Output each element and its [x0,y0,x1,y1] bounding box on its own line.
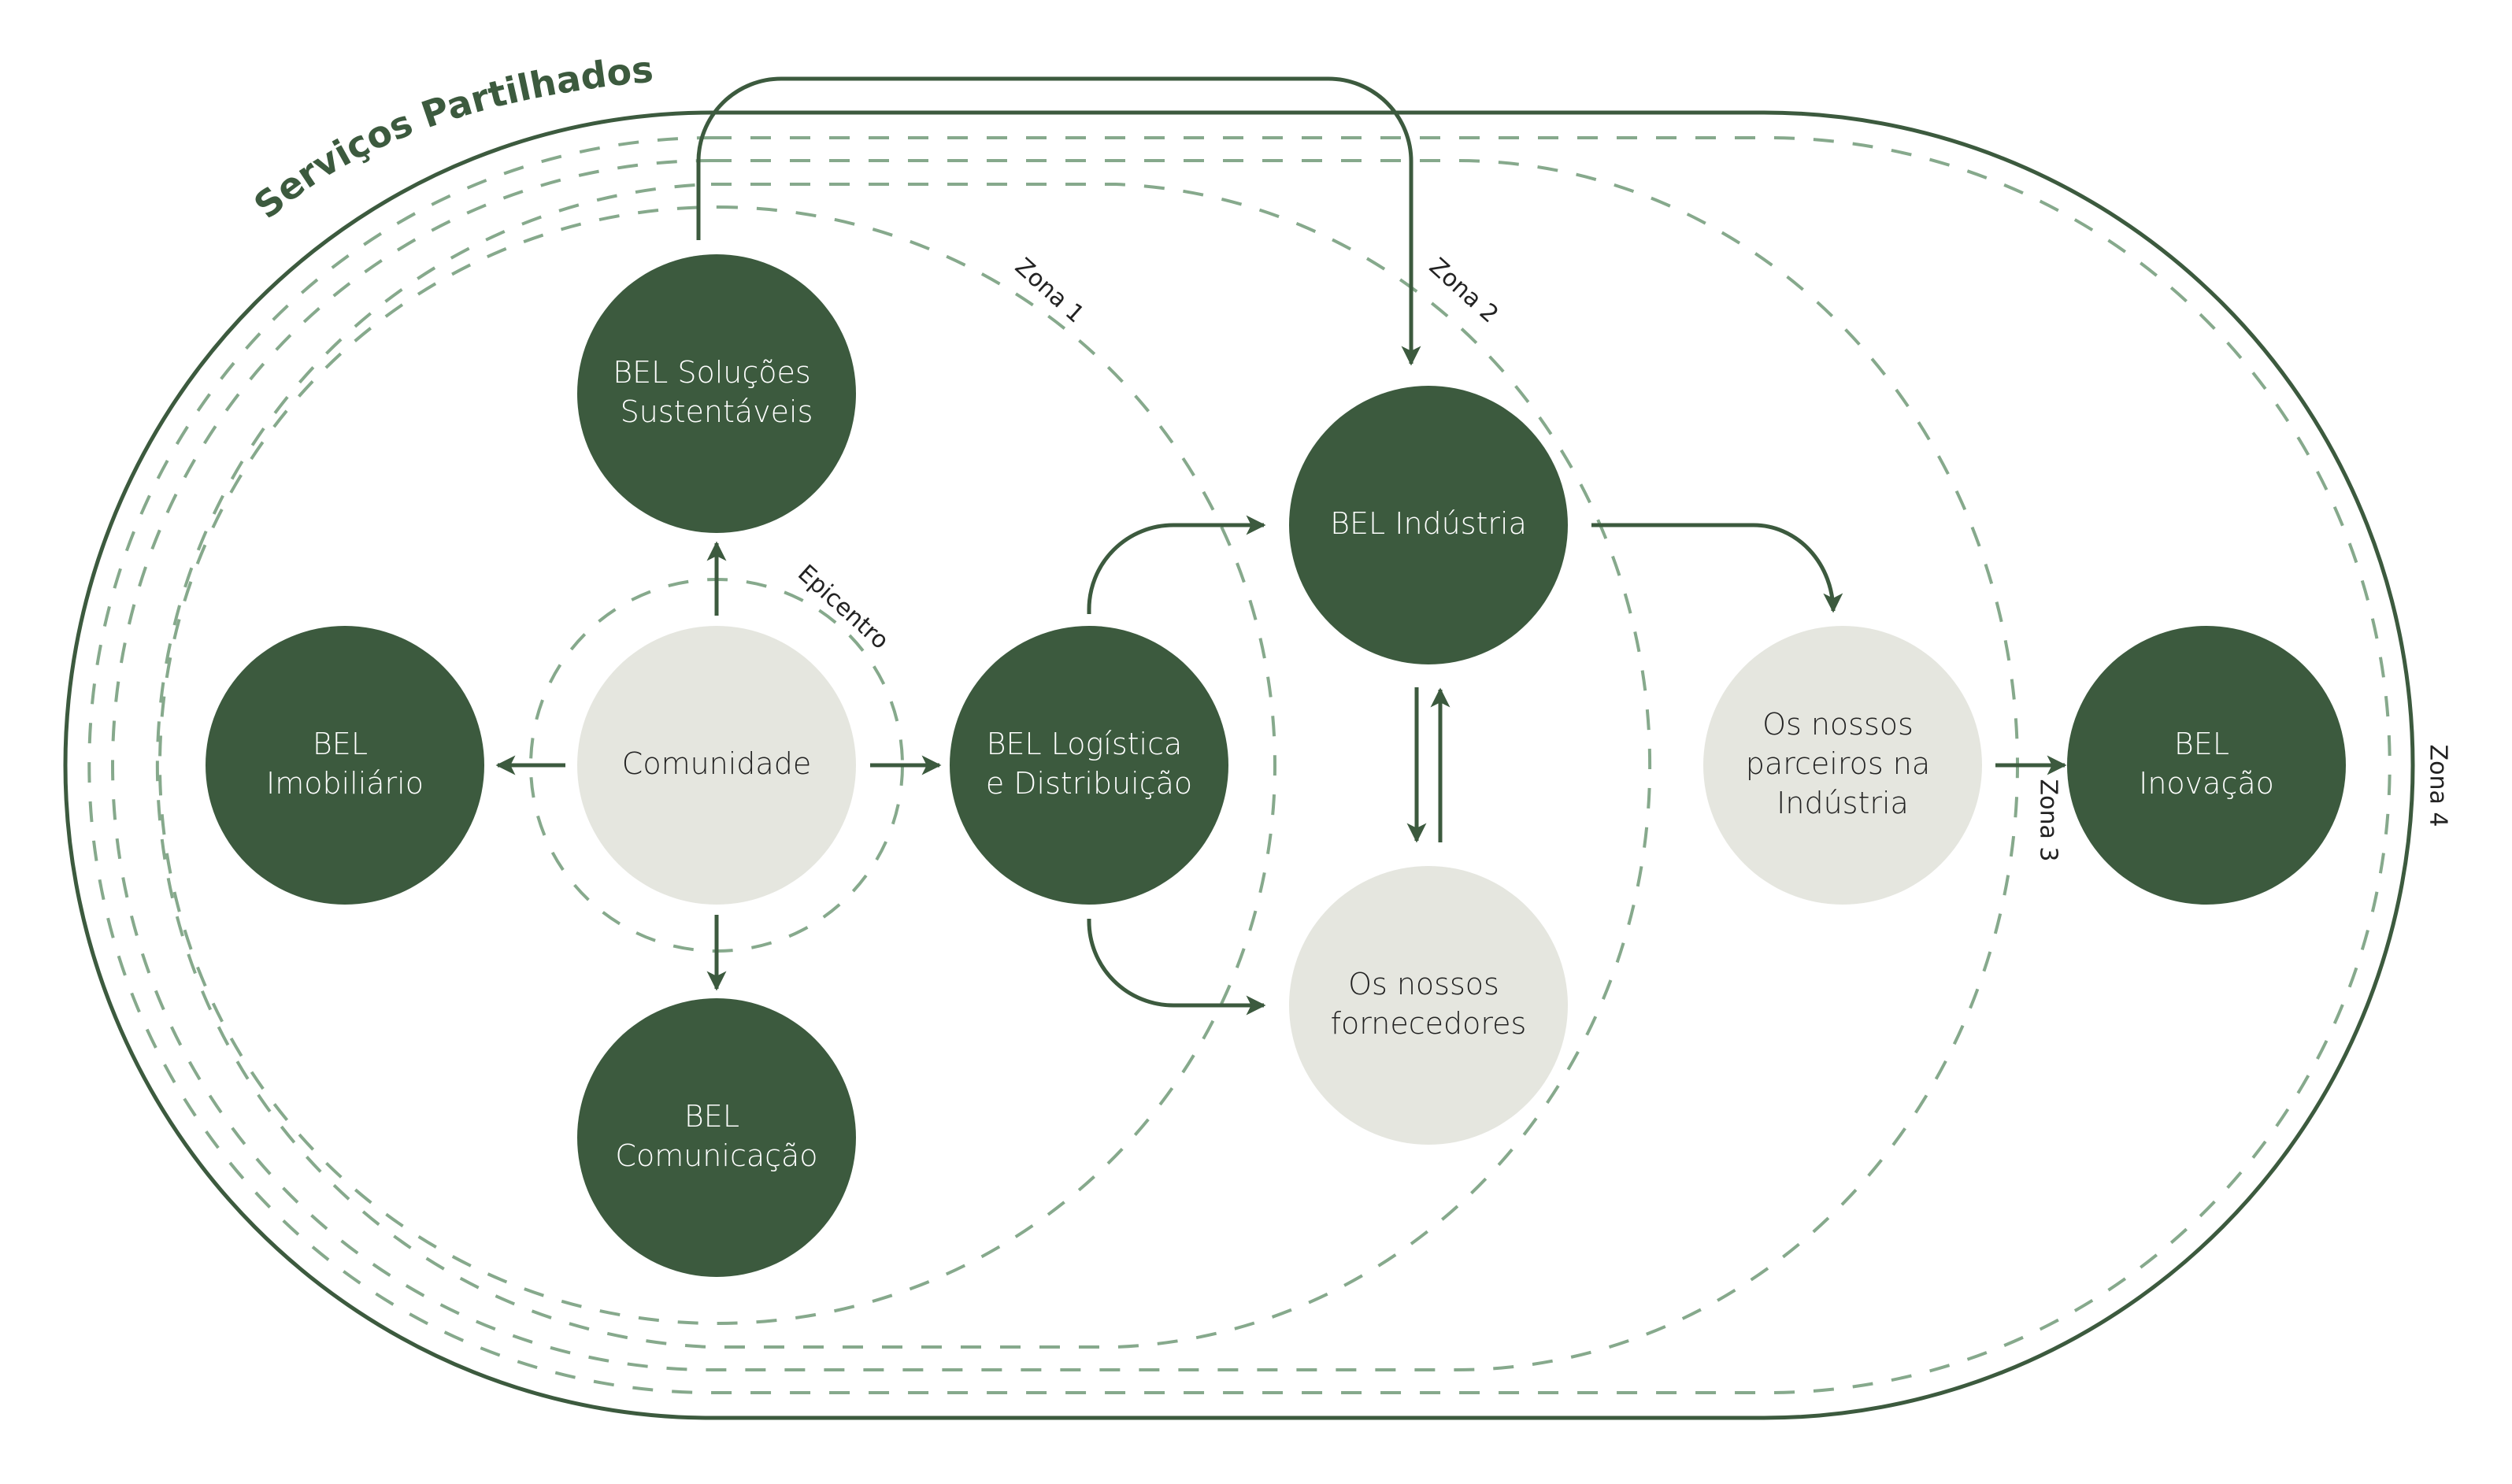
zona-2-label: Zona 2 [1424,253,1503,328]
node-industria-circle [1289,386,1568,664]
node-comunidade-circle [577,626,856,905]
node-imobiliario[interactable]: BEL Imobiliário [206,626,484,905]
node-inovacao-label: BEL Inovação [2139,727,2274,801]
arrow-industria-to-parceiros[interactable] [1591,523,1843,613]
node-fornecedores[interactable]: Os nossos fornecedores [1289,866,1568,1145]
arrow-logistica-to-industria[interactable] [1087,515,1266,614]
node-imobiliario-label: BEL Imobiliário [266,727,424,801]
zone-1-ring [158,205,1276,1326]
arrow-logistica-to-fornecedores[interactable] [1087,919,1266,1016]
node-parceiros-label: Os nossos parceiros na Indústria [1746,707,1940,820]
node-inovacao[interactable]: BEL Inovação [2067,626,2346,905]
zone-4-boundary [63,110,2415,1420]
node-comunidade[interactable]: Comunidade [577,626,856,905]
node-solucoes-label: BEL Soluções Sustentáveis [613,355,821,429]
node-fornecedores-label: Os nossos fornecedores [1331,967,1527,1041]
node-imobiliario-circle [206,626,484,905]
node-parceiros-circle [1703,626,1982,905]
shared-services-title: Serviços Partilhados [246,48,655,228]
node-comunidade-label: Comunidade [622,746,811,781]
epicentro-label: Epicentro [792,560,894,655]
node-industria-label: BEL Indústria [1330,506,1527,541]
zona-3-label: Zona 3 [2035,779,2062,862]
node-parceiros[interactable]: Os nossos parceiros na Indústria [1703,626,1982,905]
node-comunicacao-label: BEL Comunicação [615,1099,817,1173]
zona-4-label: Zona 4 [2425,745,2452,827]
node-industria[interactable]: BEL Indústria [1289,386,1568,664]
zone-2-ring [155,183,1652,1349]
node-inovacao-circle [2067,626,2346,905]
node-logistica-label: BEL Logística e Distribuição [986,727,1192,801]
node-logistica-circle [950,626,1228,905]
node-solucoes[interactable]: BEL Soluções Sustentáveis [577,254,856,533]
zone-3-ring [111,159,2019,1371]
node-fornecedores-circle [1289,866,1568,1145]
connector-solucoes-to-industria[interactable] [696,76,1421,366]
node-logistica[interactable]: BEL Logística e Distribuição [950,626,1228,905]
node-comunicacao[interactable]: BEL Comunicação [577,998,856,1277]
node-comunicacao-circle [577,998,856,1277]
node-solucoes-circle [577,254,856,533]
